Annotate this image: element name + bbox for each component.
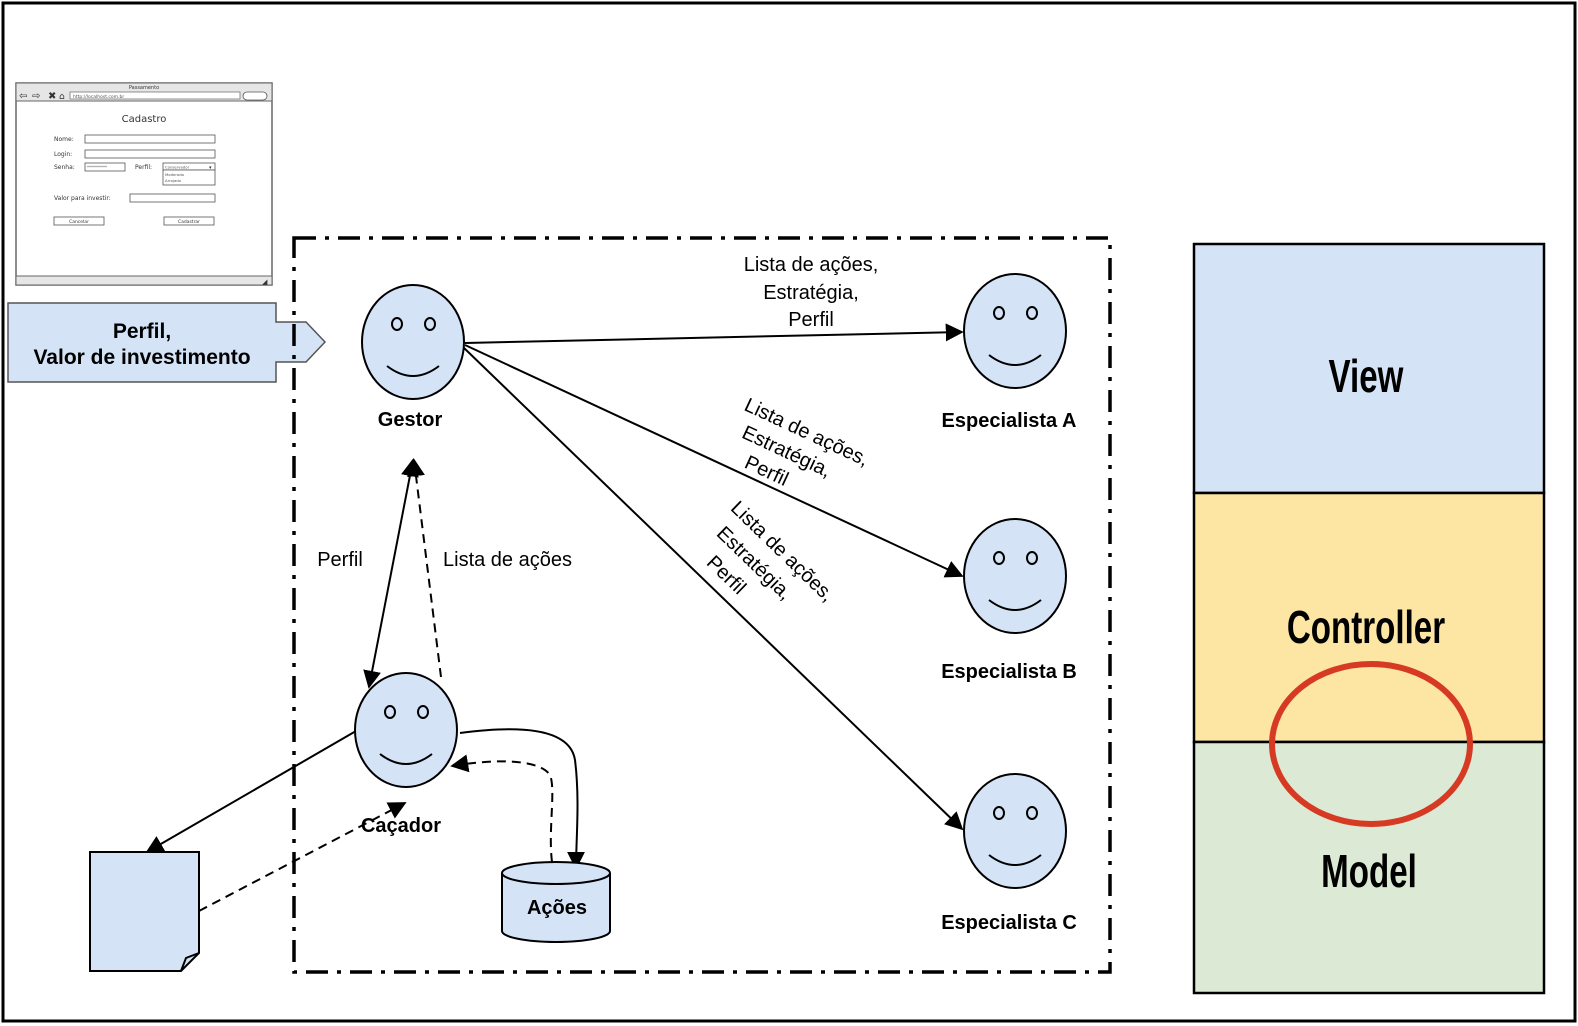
mockup-window-title: Passamento — [129, 85, 159, 91]
edge-gestor-cacador — [363, 458, 419, 689]
highlight-circle — [1269, 661, 1473, 827]
edge-acoes-cacador — [450, 754, 554, 863]
submit-button[interactable] — [163, 216, 215, 226]
edge-cacador-document — [145, 730, 357, 853]
mvc-stack: View Controller Model — [1192, 242, 1546, 995]
input-arrow-line2: Valor de investimento — [33, 346, 250, 369]
edge-cacador-acoes — [459, 728, 586, 870]
forward-icon[interactable]: ⇨ — [32, 91, 40, 102]
back-icon[interactable]: ⇦ — [19, 91, 27, 102]
edge-label-a-line: Estratégia, — [763, 282, 859, 304]
valor-field[interactable] — [129, 193, 216, 203]
senha-value: ********** — [87, 165, 107, 170]
edge-cacador-gestor — [407, 458, 442, 678]
database-acoes — [501, 861, 611, 943]
input-arrow: Perfil, Valor de investimento — [7, 302, 327, 383]
actor-cacador — [354, 672, 458, 788]
edge-label-perfil: Perfil — [317, 549, 363, 571]
actor-gestor — [361, 284, 465, 400]
edge-gestor-especialista-a — [464, 323, 964, 344]
edge-label-a-line: Lista de ações, — [744, 254, 879, 276]
especialista-b-label: Especialista B — [941, 661, 1077, 683]
edge-gestor-especialista-c — [462, 346, 964, 831]
document-icon — [89, 851, 200, 972]
actor-especialista-a — [963, 273, 1067, 389]
edge-document-cacador — [198, 802, 407, 912]
valor-label: Valor para investir: — [54, 195, 111, 202]
status-bar — [15, 275, 273, 286]
form-title: Cadastro — [122, 114, 167, 125]
cacador-label: Caçador — [361, 815, 441, 837]
login-field[interactable] — [84, 149, 216, 159]
senha-field[interactable] — [84, 162, 126, 172]
especialista-c-label: Especialista C — [941, 912, 1077, 934]
nome-label: Nome: — [54, 136, 74, 143]
perfil-dropdown — [162, 169, 216, 186]
perfil-selected: Conservador — [165, 165, 190, 170]
perfil-option[interactable]: Moderado — [165, 172, 185, 177]
cancel-button[interactable] — [53, 216, 105, 226]
url-text: http://localhost.com.br — [73, 94, 124, 100]
gestor-label: Gestor — [378, 409, 443, 431]
chevron-down-icon[interactable]: ▾ — [209, 165, 212, 171]
resize-icon: ◢ — [262, 278, 268, 286]
mvc-view-layer — [1192, 242, 1546, 495]
login-label: Login: — [54, 151, 72, 158]
search-box[interactable] — [242, 91, 268, 101]
cancel-button-label: Cancelar — [69, 219, 89, 225]
especialista-a-label: Especialista A — [942, 410, 1077, 432]
perfil-option[interactable]: Arrojado — [165, 178, 182, 183]
home-icon[interactable]: ⌂ — [59, 92, 65, 102]
input-arrow-line1: Perfil, — [113, 320, 171, 343]
edge-label-lista-acoes: Lista de ações — [443, 549, 572, 571]
form-mockup: Passamento ⇦ ⇨ ✖ ⌂ http://localhost.com.… — [15, 82, 273, 286]
edge-label-a-line: Perfil — [788, 309, 834, 331]
edge-label-a: Lista de ações, Estratégia, Perfil — [744, 254, 879, 331]
perfil-label: Perfil: — [135, 164, 152, 171]
mvc-model-layer — [1192, 740, 1546, 995]
mvc-model-label: Model — [1321, 847, 1417, 897]
system-boundary — [292, 236, 1112, 974]
mvc-view-label: View — [1329, 352, 1405, 402]
submit-button-label: Cadastrar — [178, 219, 200, 225]
close-icon[interactable]: ✖ — [48, 91, 56, 102]
url-bar[interactable] — [69, 91, 241, 100]
database-label: Ações — [527, 897, 587, 919]
nome-field[interactable] — [84, 134, 216, 144]
mvc-controller-label: Controller — [1287, 603, 1445, 653]
mvc-controller-layer — [1192, 491, 1546, 744]
actor-especialista-c — [963, 773, 1067, 889]
actor-especialista-b — [963, 518, 1067, 634]
edge-gestor-especialista-b — [464, 344, 964, 578]
senha-label: Senha: — [54, 164, 75, 171]
